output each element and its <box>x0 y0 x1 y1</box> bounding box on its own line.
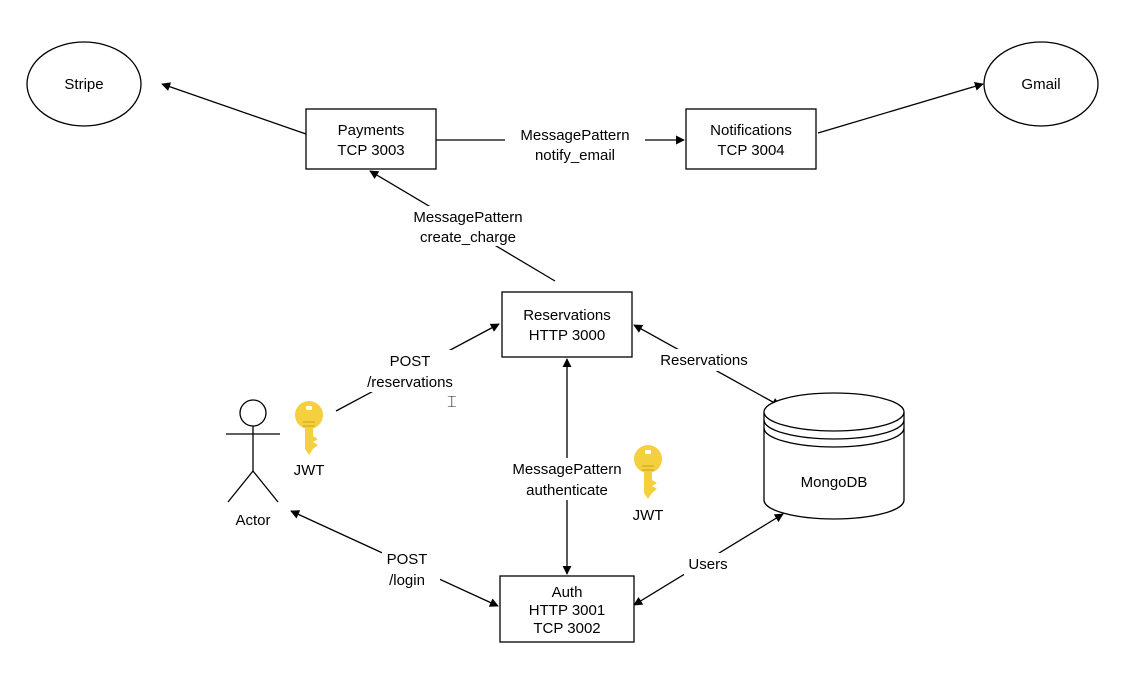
jwt-label-right: JWT <box>633 507 664 524</box>
edge-label-charge-line1: MessagePattern <box>413 209 522 226</box>
edge-label-notify: MessagePattern notify_email <box>505 124 645 164</box>
node-auth: Auth HTTP 3001 TCP 3002 <box>499 575 635 643</box>
node-payments: Payments TCP 3003 <box>305 108 437 170</box>
edge-label-authenticate-line1: MessagePattern <box>512 461 621 478</box>
edge-label-post-reservations: POST /reservations <box>362 350 462 392</box>
text-cursor-icon: ⌶ <box>447 392 457 411</box>
edge-label-charge: MessagePattern create_charge <box>405 206 535 246</box>
node-auth-line1: Auth <box>552 584 583 601</box>
node-notifications: Notifications TCP 3004 <box>685 108 817 170</box>
edge-label-reservations-db-text: Reservations <box>660 352 748 369</box>
jwt-token-right: JWT <box>633 445 664 524</box>
edge-payments-stripe <box>161 82 307 135</box>
edge-notifications-gmail <box>817 81 984 134</box>
node-payments-line2: TCP 3003 <box>337 142 404 159</box>
edge-label-login-line2: /login <box>389 572 425 589</box>
edge-label-post-reservations-line1: POST <box>390 353 431 370</box>
edge-label-login: POST /login <box>382 548 440 590</box>
node-payments-line1: Payments <box>338 122 405 139</box>
edge-label-reservations-db: Reservations <box>655 349 755 371</box>
node-notifications-line2: TCP 3004 <box>717 142 784 159</box>
node-stripe: Stripe <box>26 41 142 127</box>
node-actor-label: Actor <box>235 512 270 529</box>
node-gmail: Gmail <box>983 41 1099 127</box>
edge-label-notify-line2: notify_email <box>535 147 615 164</box>
edge-label-authenticate: MessagePattern authenticate <box>505 458 631 500</box>
edge-label-charge-line2: create_charge <box>420 229 516 246</box>
node-reservations-line2: HTTP 3000 <box>529 327 605 344</box>
edge-label-authenticate-line2: authenticate <box>526 482 608 499</box>
stick-figure-icon <box>226 399 280 503</box>
node-reservations: Reservations HTTP 3000 <box>501 291 633 358</box>
node-reservations-line1: Reservations <box>523 307 611 324</box>
edge-label-post-reservations-line2: /reservations <box>367 374 453 391</box>
node-mongodb: MongoDB <box>763 392 905 520</box>
jwt-token-left: JWT <box>294 401 325 479</box>
node-gmail-label: Gmail <box>1021 76 1060 93</box>
node-auth-line3: TCP 3002 <box>533 620 600 637</box>
edge-label-users-db: Users <box>684 553 732 575</box>
node-stripe-label: Stripe <box>64 76 103 93</box>
node-actor: Actor <box>226 399 280 529</box>
edge-label-notify-line1: MessagePattern <box>520 127 629 144</box>
edge-label-users-db-text: Users <box>688 556 727 573</box>
key-icon <box>295 401 323 455</box>
node-mongodb-label: MongoDB <box>801 474 868 491</box>
node-auth-line2: HTTP 3001 <box>529 602 605 619</box>
jwt-label-left: JWT <box>294 462 325 479</box>
node-notifications-line1: Notifications <box>710 122 792 139</box>
edge-label-login-line1: POST <box>387 551 428 568</box>
key-icon <box>634 445 662 499</box>
